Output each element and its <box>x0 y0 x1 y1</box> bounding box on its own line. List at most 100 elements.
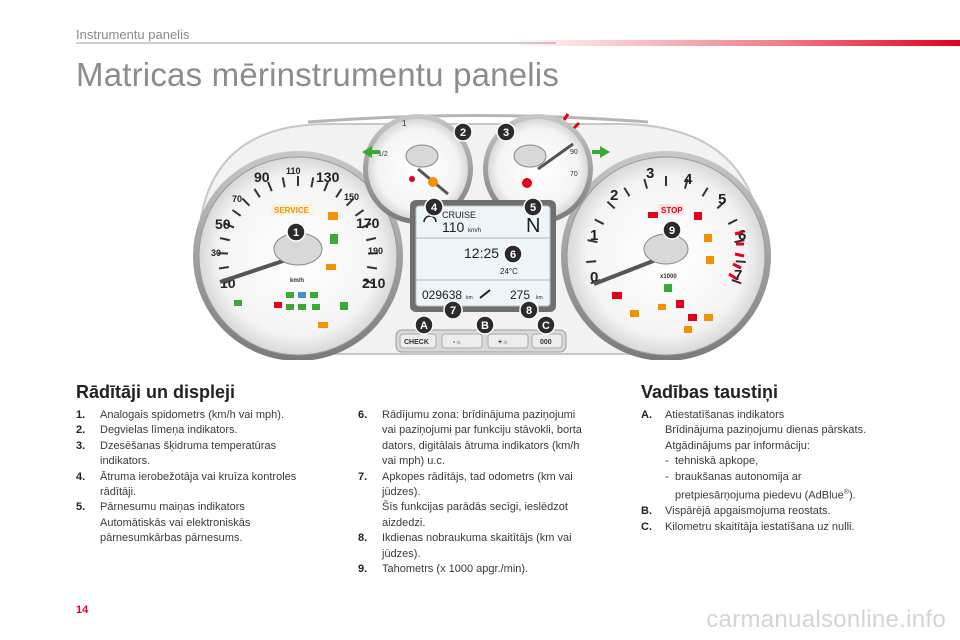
callout-marker-label: 5 <box>530 202 536 214</box>
central-display <box>415 205 551 307</box>
turn-left-icon <box>362 146 380 158</box>
dial-tick <box>310 177 315 188</box>
controls-heading: Vadības taustiņi <box>641 382 779 402</box>
list-item: 1.Analogais spidometrs (km/h vai mph). <box>76 409 285 421</box>
callout-marker <box>496 122 516 142</box>
dial-tick <box>354 209 365 217</box>
display-odometer-unit: km <box>466 295 473 301</box>
speedo-tick-label: 210 <box>362 275 386 291</box>
callout-marker-label: C <box>542 320 550 332</box>
right-warning-lights <box>612 212 714 333</box>
dial-tick <box>586 260 597 263</box>
tacho-tick-label: 1 <box>590 227 598 244</box>
speedo-tick-label: 190 <box>368 246 383 256</box>
tacho-tick-label: 7 <box>734 267 742 284</box>
dial-tick <box>731 279 742 285</box>
dial-tick <box>253 188 261 198</box>
temp-red-ticks <box>562 113 581 130</box>
trip-reset-label: 000 <box>540 339 552 346</box>
coolant-warning-light <box>522 178 532 188</box>
callout-marker-label: 3 <box>503 127 509 139</box>
callout-marker-label: 4 <box>431 202 438 214</box>
dial-tick <box>366 265 378 270</box>
gauges-heading: Rādītāji un displeji <box>76 382 236 402</box>
speedo-tick-label: 110 <box>286 166 301 176</box>
callout-marker <box>286 222 306 242</box>
display-outside-temp: 24°C <box>500 267 518 276</box>
turn-right-icon <box>592 146 610 158</box>
callout-marker-label: 2 <box>460 127 466 139</box>
callout-marker <box>443 300 463 320</box>
speedo-tick-label: 170 <box>356 215 380 231</box>
display-range-unit: km <box>536 295 543 301</box>
amber-warning-light <box>428 177 438 187</box>
temp-high-label: 90 <box>570 149 578 156</box>
list-item: 4.Ātruma ierobežotāja vai kruīza kontrol… <box>76 470 297 499</box>
dimmer-plus-label: +☼ <box>498 339 509 346</box>
callout-marker <box>519 300 539 320</box>
list-item: 7.Apkopes rādītājs, tad odometrs (km vai… <box>358 470 573 529</box>
dimmer-plus-button <box>487 333 529 349</box>
dial-tick <box>587 239 598 244</box>
header-rule <box>76 40 960 46</box>
display-cruise-speed: 110 <box>442 219 465 235</box>
tacho-needle-hub <box>643 233 689 265</box>
dimmer-minus-button <box>441 333 483 349</box>
stop-warning <box>658 204 684 215</box>
list-item: C.Kilometru skaitītāja iestatīšana uz nu… <box>641 520 855 533</box>
dial-tick <box>363 279 374 285</box>
speedo-tick-label: 50 <box>215 216 231 232</box>
callout-marker <box>424 197 444 217</box>
dial-tick <box>683 178 689 189</box>
speedo-tick-label: 70 <box>232 194 242 204</box>
callout-marker <box>503 244 523 264</box>
dial-tick <box>231 209 242 217</box>
callout-marker <box>523 197 543 217</box>
tacho-tick-label: 3 <box>646 165 654 182</box>
dial-tick <box>594 218 605 225</box>
callout-marker-label: 6 <box>510 249 516 261</box>
list-item: 2.Degvielas līmeņa indikators. <box>76 424 238 437</box>
dial-tick <box>716 200 726 210</box>
dial-tick <box>323 181 329 192</box>
dimmer-minus-label: -☼ <box>453 339 462 346</box>
stop-label: STOP <box>661 206 683 215</box>
fuel-full-label: 1 <box>402 119 407 128</box>
instrument-cluster-illustration: 10 30 50 70 90 110 130 150 170 190 210 k… <box>178 104 778 360</box>
fuel-half-label: 1/2 <box>378 151 388 158</box>
check-button <box>399 333 437 349</box>
callout-marker-label: 7 <box>450 305 456 317</box>
display-cruise-label: CRUISE <box>442 210 476 220</box>
tacho-tick-label: 5 <box>718 191 726 208</box>
dial-tick <box>224 222 235 229</box>
left-warning-lights <box>234 212 348 328</box>
callout-marker-label: A <box>420 320 428 332</box>
page-number: 14 <box>76 604 89 616</box>
dial-tick <box>345 197 355 207</box>
dial-tick <box>643 178 649 189</box>
tacho-tick-label: 0 <box>590 269 598 286</box>
dial-tick <box>727 218 738 225</box>
tacho-tick-label: 2 <box>610 187 618 204</box>
dial-tick <box>365 237 377 242</box>
speedo-unit: km/h <box>290 278 304 284</box>
display-gear: N <box>526 215 540 237</box>
list-item: 8.Ikdienas nobraukuma skaitītājs (km vai… <box>358 532 572 560</box>
service-wrench-icon <box>479 289 491 299</box>
list-item: A. Atiestatīšanas indikators Brīdinājuma… <box>641 408 911 504</box>
dial-tick <box>241 197 251 207</box>
speedo-tick-label: 30 <box>211 248 221 258</box>
dial-tick <box>361 222 372 229</box>
service-label: SERVICE <box>274 206 310 215</box>
speedo-tick-label: 130 <box>316 169 340 185</box>
display-cruise-unit: km/h <box>468 228 481 234</box>
dial-tick <box>606 200 616 210</box>
dial-tick <box>281 177 286 188</box>
check-button-label: CHECK <box>404 339 429 346</box>
temp-needle <box>537 142 574 171</box>
dial-tick <box>267 181 273 192</box>
callout-marker <box>475 315 495 335</box>
